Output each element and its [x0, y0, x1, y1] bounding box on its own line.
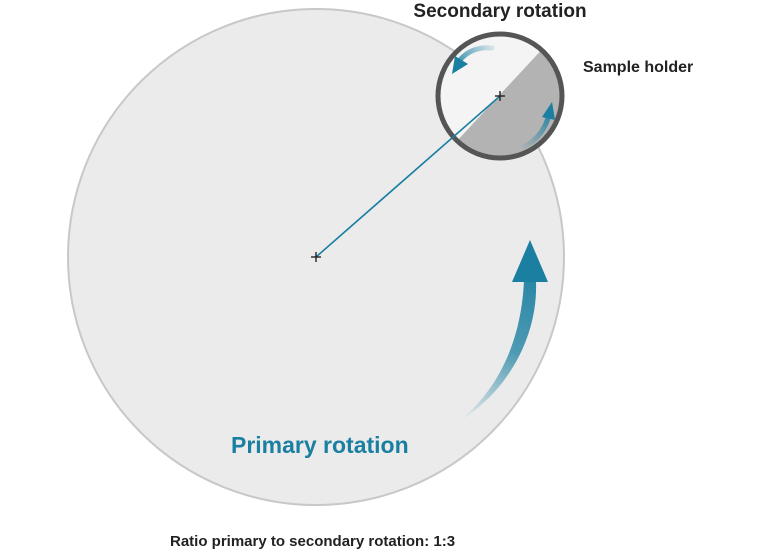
ratio-caption: Ratio primary to secondary rotation: 1:3: [170, 533, 455, 550]
holder-center-crosshair-icon: [495, 91, 505, 101]
secondary-rotation-arrow-top-icon: [452, 45, 495, 74]
primary-center-crosshair-icon: [311, 252, 321, 262]
primary-rotation-label: Primary rotation: [231, 432, 409, 458]
secondary-rotation-arrow-bottom-icon: [519, 102, 555, 151]
primary-rotation-arrow-icon: [458, 240, 548, 422]
sample-holder-label: Sample holder: [583, 59, 693, 76]
radius-line-inner: [451, 95, 501, 139]
secondary-rotation-label: Secondary rotation: [413, 1, 586, 22]
